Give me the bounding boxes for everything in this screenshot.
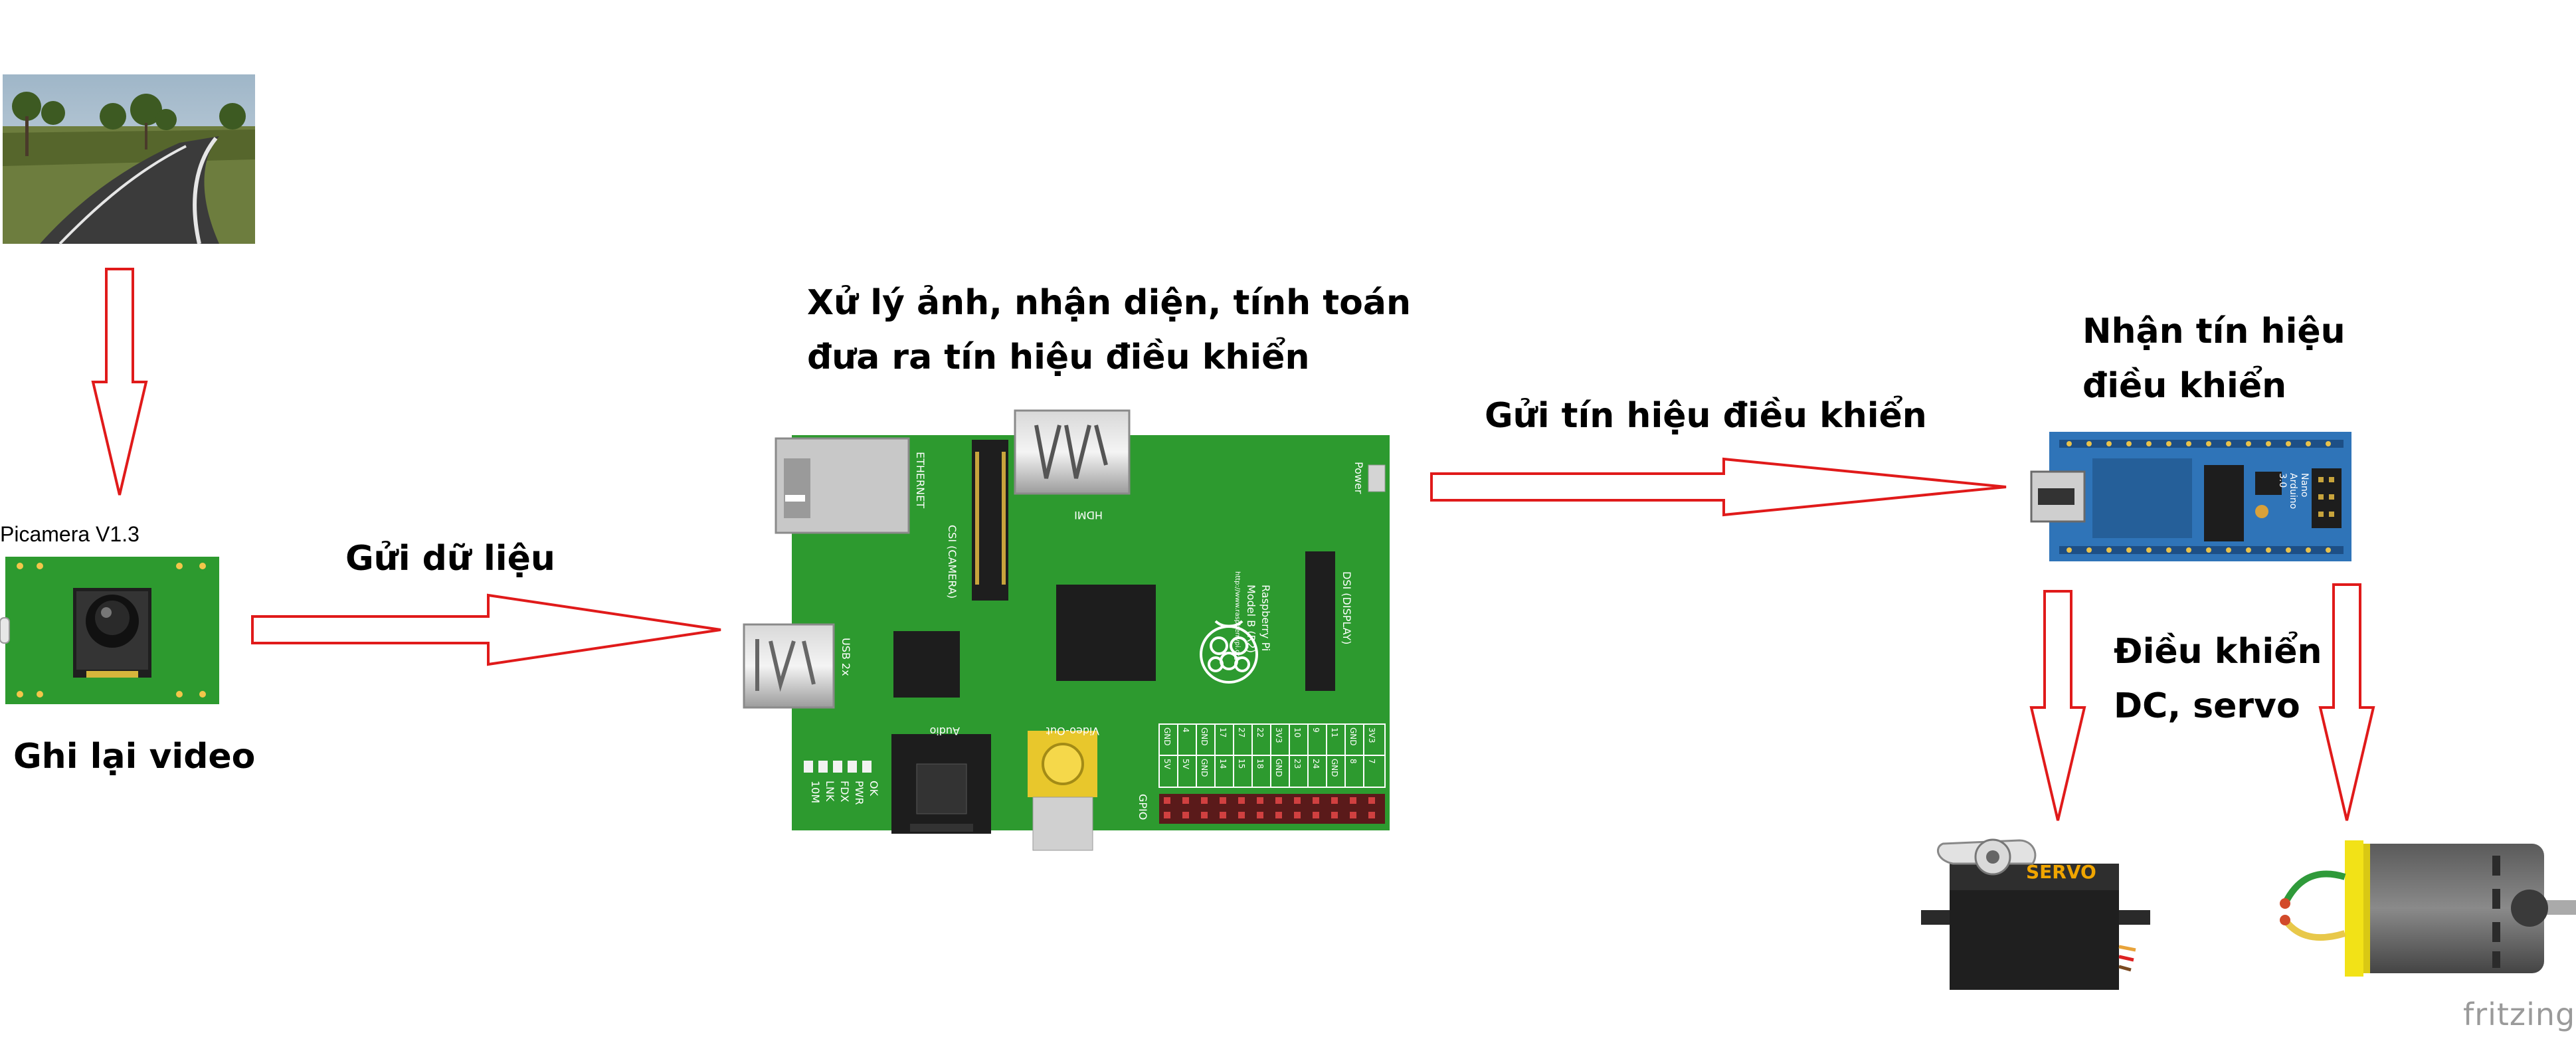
processing-label-line1: Xử lý ảnh, nhận diện, tính toán	[807, 283, 1411, 323]
receive-label-line1: Nhận tín hiệu	[2082, 312, 2346, 351]
gpio-label-bottom: GND	[1330, 759, 1339, 777]
receive-label-line2: điều khiển	[2082, 366, 2287, 406]
led-label-fdx: FDX	[838, 781, 851, 803]
servo-icon: SERVO	[1921, 838, 2150, 990]
send-data-label: Gửi dữ liệu	[345, 539, 555, 579]
rpi-website: http://www.raspberrypi.org	[1234, 571, 1241, 660]
control-label-line1: Điều khiển	[2114, 632, 2322, 672]
control-label-line2: DC, servo	[2114, 686, 2300, 726]
gpio-label-top: 10	[1293, 727, 1302, 737]
port-label-usb: USB 2x	[840, 638, 852, 676]
rpi-board-name: Raspberry Pi	[1259, 585, 1272, 651]
port-label-power: Power	[1352, 462, 1365, 494]
gpio-label-bottom: 18	[1255, 759, 1265, 769]
raspberry-pi-icon: Raspberry Pi Model B (R2) http://www.ras…	[743, 409, 1390, 851]
processing-label-line2: đưa ra tín hiệu điều khiển	[807, 337, 1310, 377]
gpio-label-top: GND	[1162, 727, 1172, 746]
dc-motor-icon	[2280, 840, 2576, 977]
port-label-gpio: GPIO	[1137, 794, 1149, 820]
send-control-label: Gửi tín hiệu điều khiển	[1485, 396, 1927, 436]
led-label-ok: OK	[868, 781, 880, 797]
port-label-dsi: DSI (DISPLAY)	[1340, 571, 1353, 644]
gpio-label-top: 3V3	[1367, 727, 1376, 743]
down-arrow-1	[91, 268, 148, 496]
record-video-label: Ghi lại video	[13, 737, 256, 777]
arduino-name: Arduino	[2288, 473, 2298, 509]
down-arrow-3	[2318, 583, 2375, 821]
gpio-label-top: 27	[1237, 727, 1246, 737]
led-label-pwr: PWR	[853, 781, 866, 805]
camera-module-icon	[0, 557, 219, 704]
right-arrow-1	[251, 593, 721, 666]
gpio-label-top: 3V3	[1274, 727, 1283, 743]
road-photo	[3, 74, 255, 245]
gpio-label-top: GND	[1200, 727, 1209, 746]
gpio-label-bottom: GND	[1274, 759, 1283, 777]
gpio-label-bottom: 14	[1218, 759, 1228, 769]
gpio-label-top: GND	[1348, 727, 1358, 746]
gpio-label-top: 4	[1181, 727, 1190, 733]
port-label-hdmi: HDMI	[1074, 509, 1103, 521]
gpio-label-bottom: 7	[1367, 759, 1376, 764]
arduino-nano-icon: Arduino Nano 3.0	[2030, 432, 2351, 561]
gpio-label-bottom: 5V	[1181, 759, 1190, 770]
camera-model-label: Picamera V1.3	[0, 522, 139, 546]
arduino-version: 3.0	[2277, 473, 2288, 488]
gpio-label-bottom: 23	[1293, 759, 1302, 769]
port-label-ethernet: ETHERNET	[914, 452, 927, 508]
led-label-lnk: LNK	[824, 781, 836, 802]
led-label-10m: 10M	[809, 781, 822, 803]
servo-label: SERVO	[2026, 861, 2096, 883]
gpio-label-bottom: 8	[1348, 759, 1358, 764]
down-arrow-2	[2029, 590, 2086, 821]
gpio-label-bottom: 5V	[1162, 759, 1172, 770]
port-label-video-out: Video-Out	[1046, 725, 1099, 737]
port-label-csi: CSI (CAMERA)	[946, 525, 959, 599]
gpio-label-top: 11	[1330, 727, 1339, 737]
gpio-label-top: 9	[1311, 727, 1321, 733]
gpio-label-top: 22	[1255, 727, 1265, 737]
port-label-audio: Audio	[930, 725, 960, 737]
gpio-label-top: 17	[1218, 727, 1228, 737]
arduino-model: Nano	[2299, 473, 2310, 498]
fritzing-watermark: fritzing	[2463, 996, 2576, 1032]
rpi-board-model: Model B (R2)	[1245, 585, 1257, 653]
gpio-label-bottom: 15	[1237, 759, 1246, 769]
gpio-label-bottom: 24	[1311, 759, 1321, 769]
gpio-label-bottom: GND	[1200, 759, 1209, 777]
right-arrow-2	[1430, 457, 2007, 517]
